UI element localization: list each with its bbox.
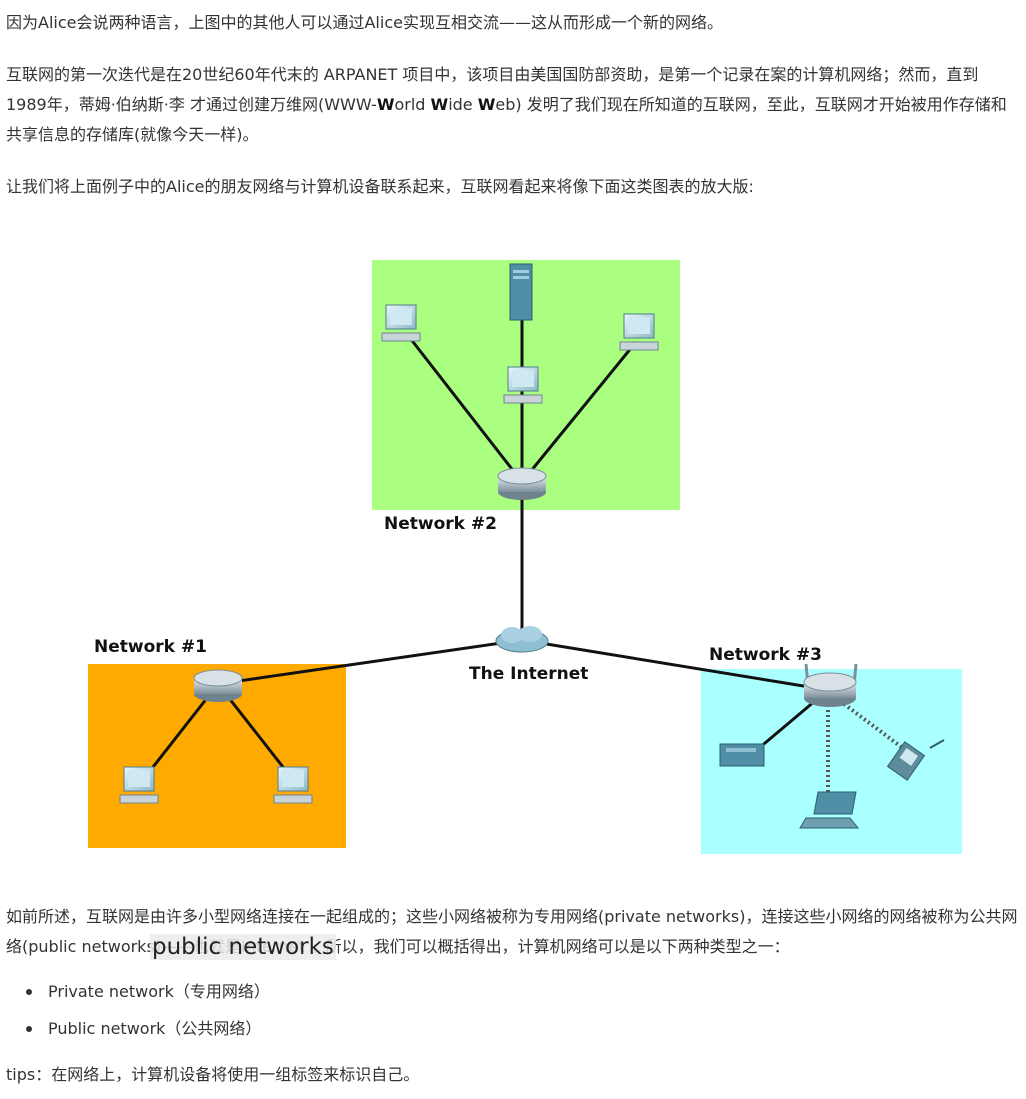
pda-icon [886, 739, 945, 781]
public-networks-overlay: public networks [150, 934, 336, 960]
computer-icon [503, 366, 543, 404]
internet-label: The Internet [469, 664, 588, 684]
router-icon [193, 669, 243, 702]
text-orld: orld [394, 95, 431, 114]
bold-w-web: W [477, 95, 496, 114]
paragraph-diagram-intro: 让我们将上面例子中的Alice的朋友网络与计算机设备联系起来，互联网看起来将像下… [6, 177, 754, 196]
tips-paragraph: tips：在网络上，计算机设备将使用一组标签来标识自己。 [6, 1065, 420, 1084]
history-text-after: eb) 发明了我们现在所知道的互联网，至此，互联网才开始被用作存储和共享信息的存… [6, 95, 1007, 144]
internet-cloud-icon [495, 626, 549, 653]
router-icon [497, 467, 547, 500]
list-item: Private network（专用网络） [26, 977, 270, 1014]
bold-w-wide: W [430, 95, 449, 114]
server-icon [509, 263, 533, 321]
network-1-label: Network #1 [94, 637, 207, 657]
computer-icon [119, 766, 159, 804]
bold-w-world: W [376, 95, 395, 114]
network-2-label: Network #2 [384, 514, 497, 534]
wireless-links [826, 696, 910, 792]
wireless-router-icon [803, 663, 858, 707]
computer-icon [381, 304, 421, 342]
laptop-icon [799, 791, 860, 829]
printer-icon [719, 743, 765, 767]
network-3-label: Network #3 [709, 645, 822, 665]
paragraph-internet-history: 互联网的第一次迭代是在20世纪60年代末的 ARPANET 项目中，该项目由美国… [6, 60, 1018, 150]
list-item: Public network（公共网络） [26, 1014, 270, 1051]
text-ide: ide [448, 95, 478, 114]
computer-icon [273, 766, 313, 804]
history-text-before: 互联网的第一次迭代是在20世纪60年代末的 ARPANET 项目中，该项目由美国… [6, 65, 979, 114]
computer-icon [619, 313, 659, 351]
paragraph-alice-network: 因为Alice会说两种语言，上图中的其他人可以通过Alice实现互相交流——这从… [6, 13, 723, 32]
network-types-list: Private network（专用网络） Public network（公共网… [26, 977, 270, 1051]
